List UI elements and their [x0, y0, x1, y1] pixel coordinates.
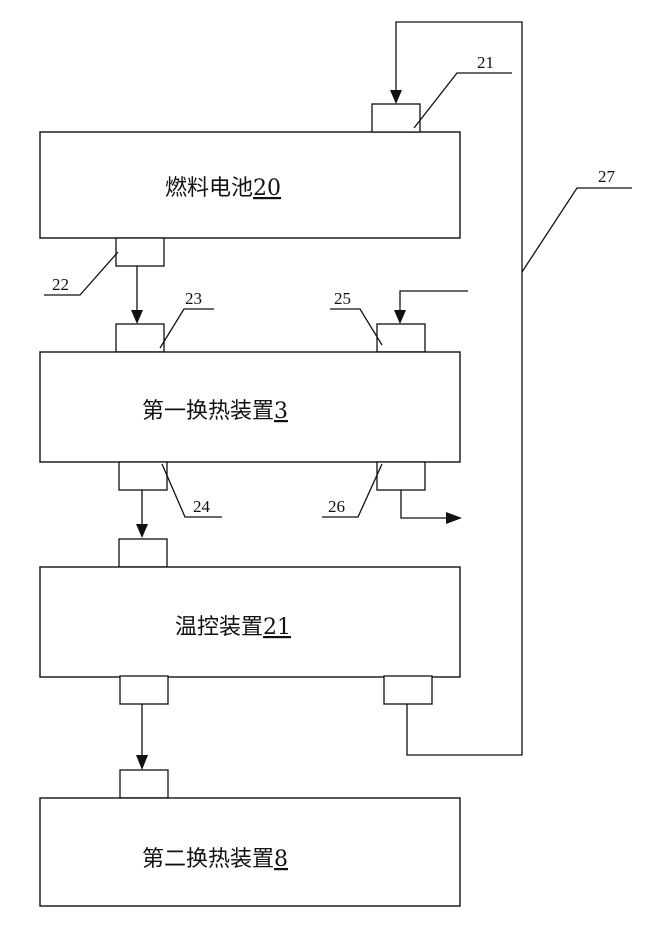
leader-23 [160, 309, 214, 348]
port-second-heat-exchanger-in [120, 770, 168, 798]
port-26 [377, 462, 425, 490]
callout-25: 25 [334, 289, 351, 308]
block-first-heat-exchanger: 第一换热装置3 [40, 352, 460, 462]
port-temp-control-return [384, 676, 432, 704]
callout-26: 26 [328, 497, 345, 516]
leader-27 [522, 188, 632, 272]
block-second-heat-exchanger: 第二换热装置8 [40, 798, 460, 906]
block-second-heat-exchanger-label: 第二换热装置8 [142, 847, 288, 872]
arrow-into-temp-control [136, 524, 148, 538]
port-21 [372, 104, 420, 132]
port-22 [116, 238, 164, 266]
callout-27: 27 [598, 167, 616, 186]
arrow-into-port-23 [131, 310, 143, 324]
port-23 [116, 324, 164, 352]
leader-24 [162, 464, 222, 517]
port-25 [377, 324, 425, 352]
callout-23: 23 [185, 289, 202, 308]
callout-22: 22 [52, 275, 69, 294]
callout-21: 21 [477, 53, 494, 72]
port-temp-control-out [120, 676, 168, 704]
callout-24: 24 [193, 497, 211, 516]
outlet-pipe-26 [401, 490, 448, 518]
arrow-into-port-21 [390, 90, 402, 104]
port-24 [119, 462, 167, 490]
leader-25 [330, 309, 382, 345]
arrow-out-port-26 [446, 512, 462, 524]
block-fuel-cell: 燃料电池20 [40, 132, 460, 238]
leader-21 [414, 73, 512, 128]
arrow-into-port-25 [394, 310, 406, 324]
block-fuel-cell-label: 燃料电池20 [165, 176, 281, 201]
block-temperature-control-label: 温控装置21 [175, 615, 291, 640]
port-temp-control-in [119, 539, 167, 567]
inlet-pipe-25 [400, 291, 468, 312]
arrow-into-second-heat-exchanger [136, 755, 148, 770]
block-temperature-control: 温控装置21 [40, 567, 460, 677]
block-first-heat-exchanger-label: 第一换热装置3 [142, 399, 288, 424]
